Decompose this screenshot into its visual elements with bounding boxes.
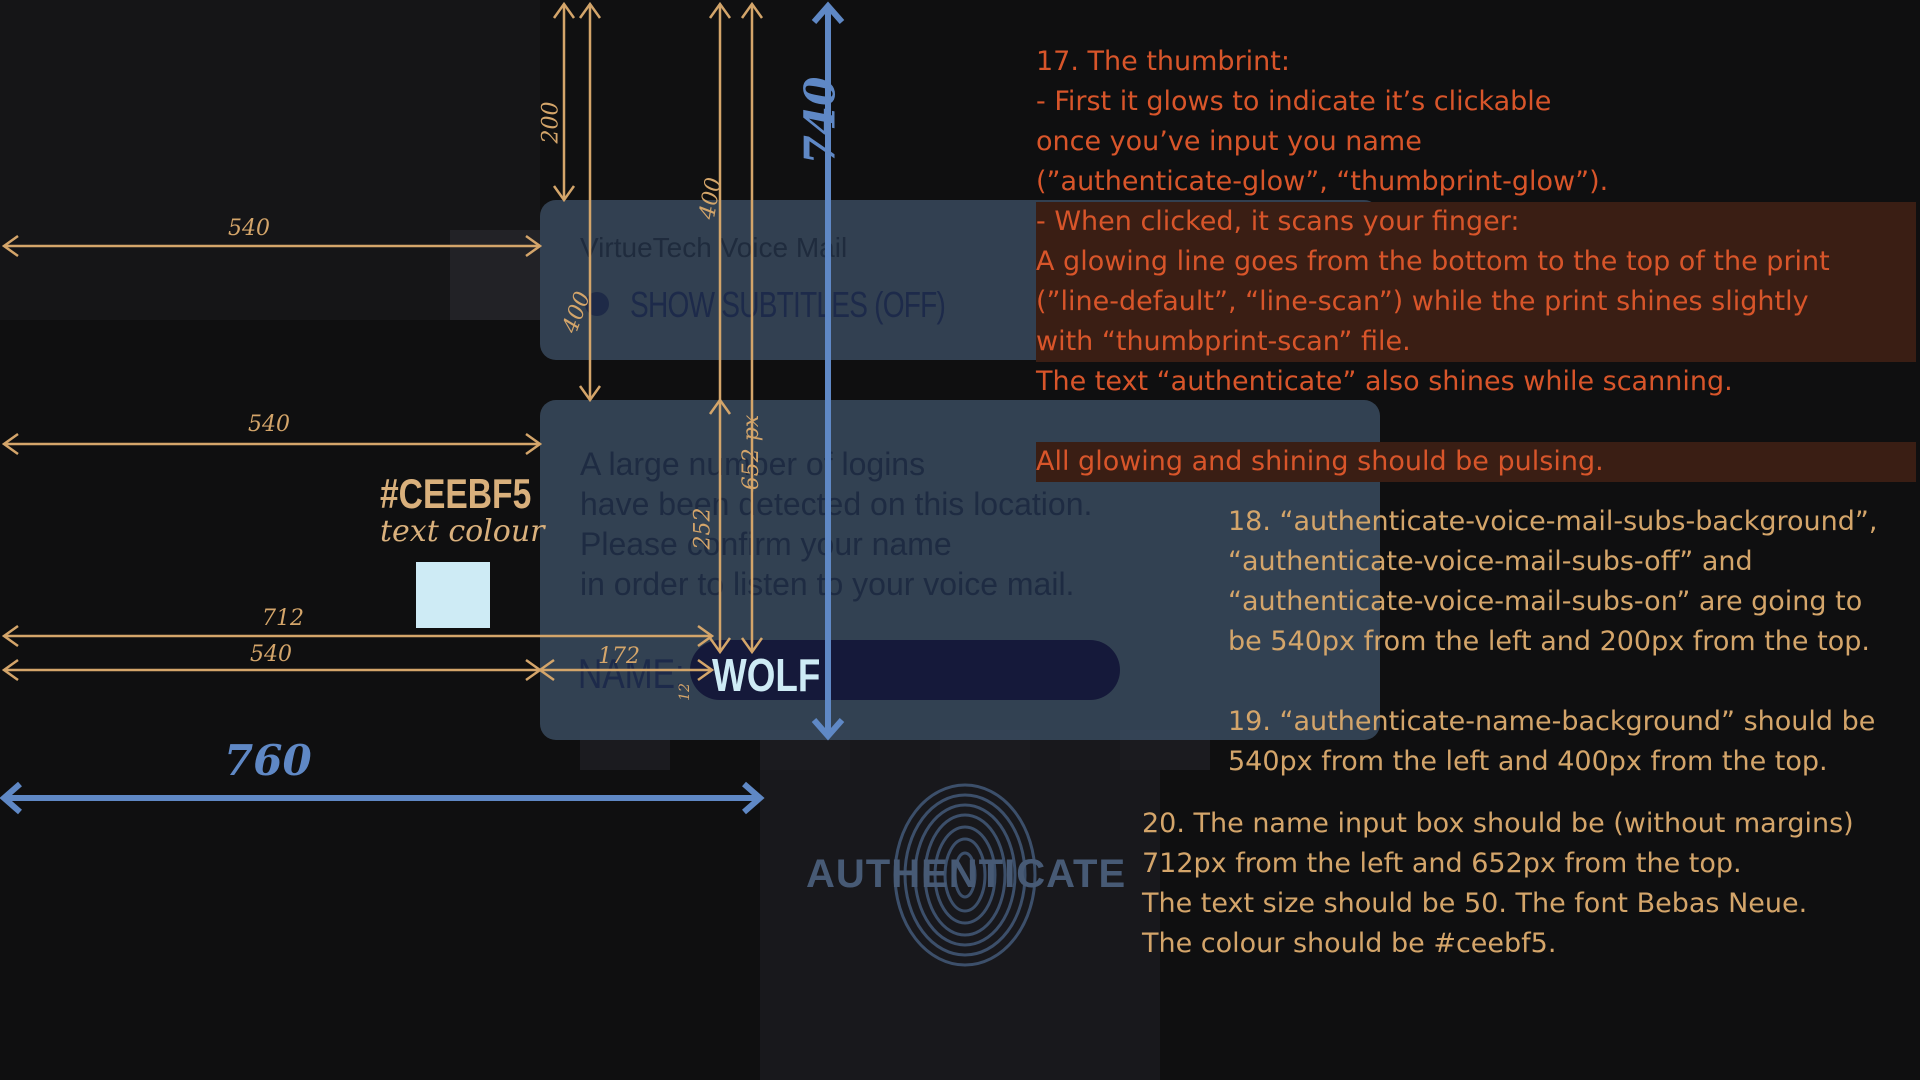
note-line: - When clicked, it scans your finger:	[1036, 202, 1916, 242]
text-colour-swatch	[416, 562, 490, 628]
arrowhead	[552, 185, 576, 203]
note-line: - First it glows to indicate it’s clicka…	[1036, 86, 1552, 117]
arrowhead	[1, 658, 19, 682]
arrowhead	[697, 658, 715, 682]
authenticate-button[interactable]: AUTHENTICATE	[806, 852, 1127, 896]
name-input[interactable]	[690, 640, 1120, 700]
name-input-value[interactable]: WOLF	[712, 649, 821, 701]
note-line: once you’ve input you name	[1036, 126, 1422, 157]
message-line: have been detected on this location.	[580, 486, 1093, 522]
show-subtitles-toggle[interactable]: SHOW SUBTITLES (OFF)	[630, 284, 946, 325]
arrowhead	[578, 385, 602, 403]
dimension-label: 760	[224, 736, 312, 785]
arrowhead	[1, 234, 19, 258]
arrowhead	[697, 624, 715, 648]
arrowhead	[811, 718, 845, 741]
dimension-label: 740	[795, 76, 845, 165]
text-colour-hex: #CEEBF5	[380, 470, 532, 517]
note-18: 18. “authenticate-voice-mail-subs-backgr…	[1228, 502, 1908, 662]
name-label: NAME:	[578, 650, 685, 697]
note-line: 17. The thumbrint:	[1036, 46, 1290, 77]
arrowhead	[740, 637, 764, 655]
note-line: The colour should be #ceebf5.	[1142, 928, 1557, 959]
note-line: The text “authenticate” also shines whil…	[1036, 366, 1733, 397]
note-20: 20. The name input box should be (withou…	[1142, 804, 1902, 964]
note-line: 540px from the left and 400px from the t…	[1228, 746, 1828, 777]
dimension-label: 540	[250, 642, 292, 667]
note-line: with “thumbprint-scan” file.	[1036, 322, 1916, 362]
note-line: The text size should be 50. The font Beb…	[1142, 888, 1808, 919]
arrowhead	[525, 234, 543, 258]
arrowhead	[708, 1, 732, 19]
message-line: Please confirm your name	[580, 526, 952, 562]
arrowhead	[578, 1, 602, 19]
arrowhead	[740, 1, 764, 19]
text-colour-caption: text colour	[380, 514, 545, 549]
arrowhead	[811, 1, 845, 24]
arrowhead	[552, 1, 576, 19]
arrowhead	[742, 781, 765, 815]
note-line: be 540px from the left and 200px from th…	[1228, 626, 1870, 657]
dimension-label: 200	[538, 101, 564, 144]
note-line: All glowing and shining should be pulsin…	[1036, 442, 1916, 482]
arrowhead	[1, 432, 19, 456]
background-block	[540, 0, 830, 220]
note-line: “authenticate-voice-mail-subs-on” are go…	[1228, 586, 1863, 617]
note-17: 17. The thumbrint: - First it glows to i…	[1036, 42, 1916, 482]
arrowhead	[0, 781, 22, 815]
note-line	[1036, 402, 1916, 442]
note-line: 19. “authenticate-name-background” shoul…	[1228, 706, 1876, 737]
arrowhead	[525, 432, 543, 456]
dimension-label: 652 px	[739, 414, 765, 491]
dimension-label: 540	[248, 412, 290, 437]
note-line: A glowing line goes from the bottom to t…	[1036, 242, 1916, 282]
dimension-label: 172	[598, 644, 640, 669]
arrowhead	[708, 637, 732, 655]
note-line: “authenticate-voice-mail-subs-off” and	[1228, 546, 1753, 577]
arrowhead	[537, 658, 555, 682]
note-line: 18. “authenticate-voice-mail-subs-backgr…	[1228, 506, 1878, 537]
voice-mail-title: VirtueTech Voice Mail	[580, 232, 848, 263]
dimension-label: 712	[262, 606, 304, 631]
dimension-label: 540	[228, 216, 270, 241]
note-line: (”line-default”, “line-scan”) while the …	[1036, 282, 1916, 322]
arrowhead	[1, 624, 19, 648]
thumbprint-icon[interactable]	[890, 780, 1040, 970]
note-19: 19. “authenticate-name-background” shoul…	[1228, 702, 1908, 782]
dimension-label: 252	[690, 507, 716, 550]
dimension-label: 12	[676, 683, 693, 701]
note-line: 712px from the left and 652px from the t…	[1142, 848, 1742, 879]
note-line: 20. The name input box should be (withou…	[1142, 808, 1854, 839]
arrowhead	[708, 397, 732, 415]
note-line: (”authenticate-glow”, “thumbprint-glow”)…	[1036, 166, 1609, 197]
